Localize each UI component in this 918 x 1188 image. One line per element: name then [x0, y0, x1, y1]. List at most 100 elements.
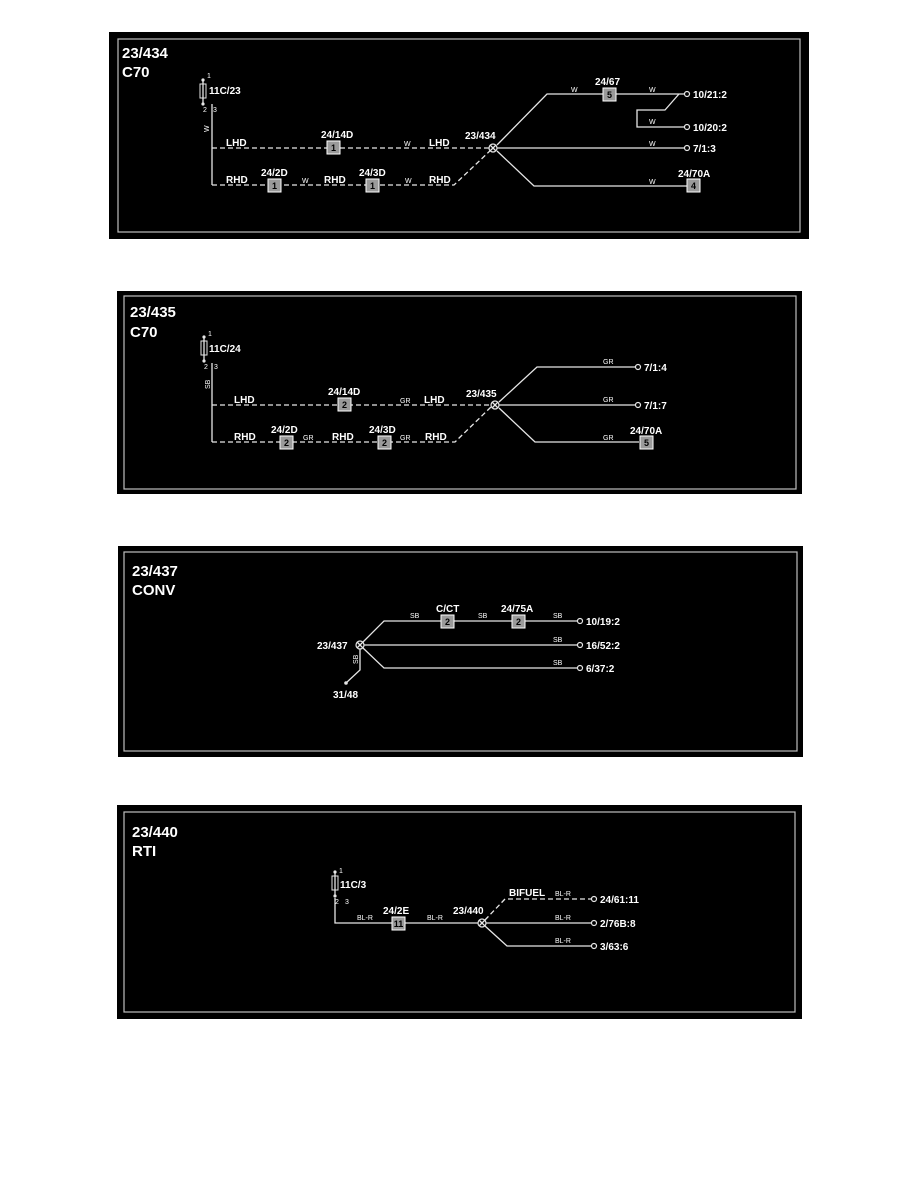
wire-rhd — [212, 147, 494, 186]
panel-frame — [123, 551, 798, 752]
rhd-label-3: RHD — [429, 175, 451, 186]
terminal — [634, 363, 642, 371]
diagram-title: 23/435 — [130, 304, 176, 321]
fuse-pin-a: 2 — [335, 899, 339, 906]
panel-frame — [123, 295, 797, 490]
wire-color-out-1b: W — [649, 87, 656, 94]
connector-label: C/CT — [436, 604, 459, 615]
wire-color-out-1: SB — [410, 613, 420, 620]
fuse-pin-b: 3 — [213, 107, 217, 114]
connector-pin: 2 — [516, 617, 521, 627]
diagram-23-437-svg: 23/437 CONV 23/437 SB 31/48 SB 2 C/CT SB… — [123, 551, 798, 752]
fuse-pin-in: 1 — [339, 868, 343, 875]
diagram-title: 23/437 — [132, 563, 178, 580]
connector-24-75a — [511, 614, 526, 629]
connector-label: 24/75A — [501, 604, 533, 615]
rhd-label: RHD — [234, 432, 256, 443]
connector-24-70a — [639, 435, 654, 450]
terminal — [590, 895, 598, 903]
diagram-23-434: 23/434 C70 1 11C/23 2 3 W LHD 1 24/14D W… — [109, 32, 809, 239]
wire-feed — [334, 898, 481, 924]
fuse-pin-b: 3 — [214, 364, 218, 371]
connector-label: 24/2D — [261, 168, 288, 179]
connector-24-3d — [365, 178, 380, 193]
wire-color-lhd: W — [404, 141, 411, 148]
dest-label: 2/76B:8 — [600, 919, 636, 930]
wire-out-2 — [636, 93, 685, 128]
fuse-pin-a: 2 — [203, 107, 207, 114]
wire-out-3 — [484, 925, 591, 947]
wire-color-out-1: GR — [603, 359, 614, 366]
diagram-23-434-svg: 23/434 C70 1 11C/23 2 3 W LHD 1 24/14D W… — [117, 38, 801, 233]
wire-color-rhd-2: GR — [400, 435, 411, 442]
connector-pin: 4 — [691, 181, 696, 191]
diagram-23-435-svg: 23/435 C70 1 11C/24 2 3 SB LHD 2 24/14D … — [123, 295, 797, 490]
wire-color-feed: BL-R — [357, 915, 373, 922]
connector-label: 24/14D — [328, 387, 360, 398]
rhd-label-2: RHD — [324, 175, 346, 186]
connector-24-67 — [602, 87, 617, 102]
diagram-model: C70 — [122, 64, 150, 81]
wire-out-1 — [484, 898, 591, 921]
connector-pin: 2 — [284, 438, 289, 448]
wire-color-out-1: W — [571, 87, 578, 94]
fuse-pin-b: 3 — [345, 899, 349, 906]
wire-color-out-2: GR — [603, 397, 614, 404]
fuse-pin-a: 2 — [204, 364, 208, 371]
diagram-model: RTI — [132, 843, 156, 860]
connector-24-14d — [326, 140, 341, 155]
panel-frame — [123, 811, 796, 1013]
fuse-label: 11C/24 — [209, 344, 241, 355]
connector-pin: 11 — [394, 919, 404, 929]
wire-color-rhd-2: W — [405, 178, 412, 185]
fuse-symbol — [200, 335, 208, 363]
fuse-label: 11C/23 — [209, 86, 241, 97]
connector-pin: 5 — [644, 438, 649, 448]
wire-color-rhd: GR — [303, 435, 314, 442]
wire-color-out-1: BL-R — [555, 891, 571, 898]
wire-ground — [345, 649, 361, 684]
fuse-symbol — [331, 870, 339, 898]
terminal — [683, 123, 691, 131]
wire-color-feed: W — [204, 125, 211, 132]
connector-label: 24/2E — [383, 906, 409, 917]
connector-pin: 1 — [272, 181, 277, 191]
diagram-model: C70 — [130, 324, 158, 341]
dest-label: 24/61:11 — [600, 895, 639, 906]
connector-24-2d — [279, 435, 294, 450]
diagram-model: CONV — [132, 582, 175, 599]
terminal — [634, 401, 642, 409]
diagram-23-437: 23/437 CONV 23/437 SB 31/48 SB 2 C/CT SB… — [118, 546, 803, 757]
panel-frame — [117, 38, 801, 233]
rhd-label-2: RHD — [332, 432, 354, 443]
fuse-pin-in: 1 — [208, 331, 212, 338]
wire-color-mid: BL-R — [427, 915, 443, 922]
dest-label: 10/20:2 — [693, 123, 727, 134]
bifuel-label: BIFUEL — [509, 888, 545, 899]
wire-out-3 — [362, 647, 578, 669]
wire-color-out-2: BL-R — [555, 915, 571, 922]
fuse-symbol — [199, 78, 207, 106]
dest-label: 10/19:2 — [586, 617, 620, 628]
wire-color-out-1c: SB — [553, 613, 563, 620]
terminal — [683, 144, 691, 152]
terminal — [683, 90, 691, 98]
wire-out-1 — [498, 366, 635, 403]
connector-label: 24/70A — [630, 426, 662, 437]
terminal — [590, 919, 598, 927]
connector-24-2d — [267, 178, 282, 193]
splice-label: 23/435 — [466, 389, 497, 400]
connector-label: 24/70A — [678, 169, 710, 180]
wire-color-out-2: W — [649, 119, 656, 126]
wire-color-out-4: W — [649, 179, 656, 186]
connector-24-70a — [686, 178, 701, 193]
terminal — [576, 617, 584, 625]
connector-label: 24/3D — [369, 425, 396, 436]
splice-label: 23/437 — [317, 641, 348, 652]
connector-pin: 2 — [382, 438, 387, 448]
dest-label: 16/52:2 — [586, 641, 620, 652]
connector-pin: 1 — [370, 181, 375, 191]
connector-label: 24/67 — [595, 77, 620, 88]
wire-out-4 — [496, 150, 687, 187]
fuse-pin-in: 1 — [207, 73, 211, 80]
